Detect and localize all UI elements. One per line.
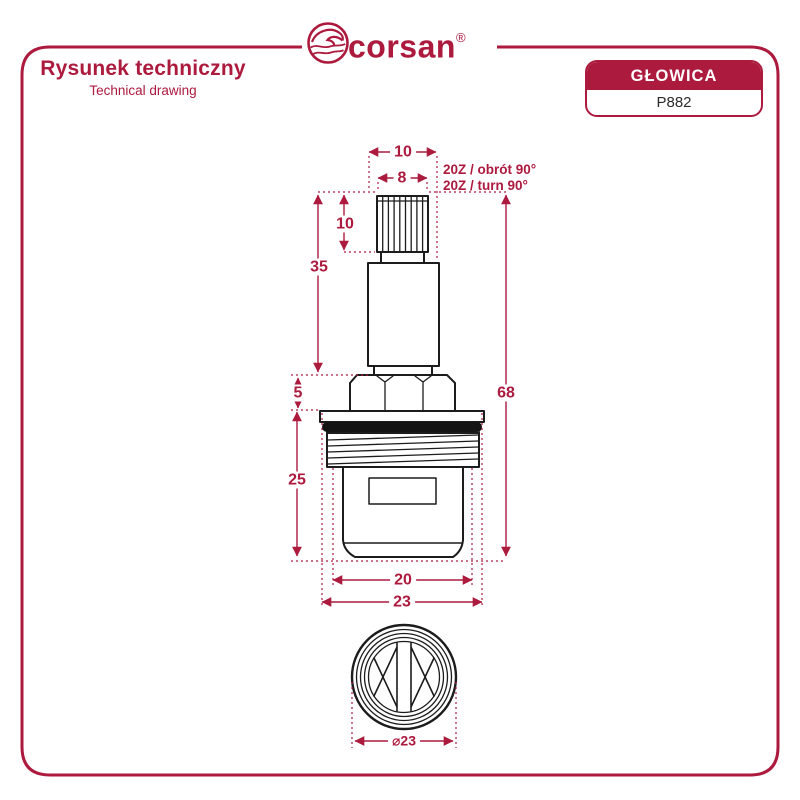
page-title: Rysunek techniczny <box>40 57 246 80</box>
cartridge-side-view <box>319 195 485 558</box>
extension-lines <box>291 156 506 748</box>
dim-label-bottom-diameter: ⌀23 <box>387 732 421 750</box>
dim-label-flange-width: 23 <box>389 593 415 611</box>
page-border <box>20 45 780 777</box>
brand-text: corsan <box>348 28 456 65</box>
title-block: Rysunek techniczny Technical drawing <box>40 57 246 98</box>
dim-label-body-width: 20 <box>390 571 416 589</box>
dim-label-spline-width: 8 <box>393 169 411 187</box>
dim-label-lower-height: 25 <box>284 471 310 489</box>
badge-title: GŁOWICA <box>587 62 761 90</box>
dim-label-upper-height: 35 <box>306 258 332 276</box>
o-ring-seal <box>322 422 482 432</box>
dim-label-top-width: 10 <box>390 143 416 161</box>
annotation-line-pl: 20Z / obrót 90° <box>443 162 537 177</box>
page-subtitle: Technical drawing <box>89 83 197 98</box>
registered-trademark-symbol: ® <box>455 30 467 45</box>
badge-product-code: P882 <box>656 94 692 111</box>
brand-wordmark: corsan® <box>348 22 466 67</box>
dim-label-total-height: 68 <box>493 384 519 402</box>
product-badge: GŁOWICA P882 <box>585 60 763 117</box>
spline-annotation: 20Z / obrót 90° 20Z / turn 90° <box>443 162 536 193</box>
corsan-wave-icon <box>307 22 349 64</box>
annotation-line-en: 20Z / turn 90° <box>443 177 528 193</box>
cartridge-detail-lines <box>327 196 479 465</box>
dim-label-spline-height: 10 <box>332 215 358 233</box>
dim-label-hex-height: 5 <box>289 384 307 402</box>
cartridge-bottom-view <box>350 623 458 731</box>
